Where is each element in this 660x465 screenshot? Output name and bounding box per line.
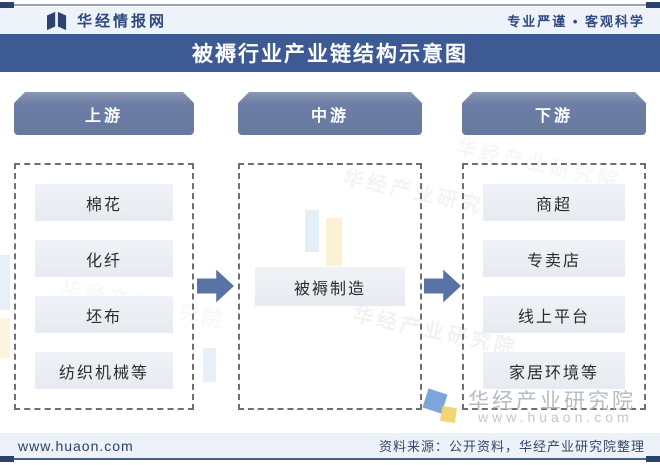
- watermark-color-mark: [326, 218, 342, 266]
- watermark-logo-yellow-shape: [440, 406, 457, 423]
- column-header-upstream: 上游: [14, 92, 194, 135]
- upstream-item: 坯布: [35, 296, 173, 333]
- watermark-logo-icon: [422, 388, 464, 432]
- upstream-item: 纺织机械等: [35, 352, 173, 389]
- brand-row: 华经情报网 专业严谨 • 客观科学: [0, 7, 660, 34]
- bottom-border-left-cap: [0, 456, 14, 462]
- footer-bar: www.huaon.com 资料来源：公开资料，华经产业研究院整理: [0, 433, 660, 458]
- column-upstream: 上游 棉花 化纤 坯布 纺织机械等: [14, 92, 194, 410]
- column-downstream: 下游 商超 专卖店 线上平台 家居环境等: [462, 92, 646, 410]
- watermark-color-mark: [305, 210, 319, 252]
- arrow-right-icon: [424, 269, 461, 303]
- bottom-border-line: [0, 456, 660, 462]
- page-title: 被褥行业产业链结构示意图: [192, 43, 468, 66]
- top-border-right-cap: [646, 2, 660, 8]
- top-border-left-cap: [0, 2, 14, 8]
- column-header-downstream: 下游: [462, 92, 646, 135]
- watermark-color-mark: [0, 255, 10, 310]
- brand-name: 华经情报网: [77, 13, 168, 30]
- downstream-item: 家居环境等: [483, 352, 625, 389]
- downstream-item: 专卖店: [483, 240, 625, 277]
- brand-tagline: 专业严谨 • 客观科学: [507, 14, 645, 29]
- midstream-item: 被褥制造: [255, 267, 405, 306]
- footer-website: www.huaon.com: [18, 437, 134, 454]
- watermark-org-text: 华经产业研究院: [468, 390, 636, 413]
- downstream-item: 商超: [483, 184, 625, 221]
- downstream-item: 线上平台: [483, 296, 625, 333]
- downstream-dashed-box: 商超 专卖店 线上平台 家居环境等: [462, 163, 646, 410]
- top-border-line: [0, 2, 660, 8]
- upstream-item: 化纤: [35, 240, 173, 277]
- column-header-midstream: 中游: [238, 92, 422, 135]
- watermark-site-text: www.huaon.com: [478, 409, 633, 425]
- column-midstream: 中游 被褥制造: [238, 92, 422, 410]
- bottom-border-right-cap: [646, 456, 660, 462]
- watermark-color-mark: [0, 318, 10, 358]
- arrow-right-icon: [197, 269, 234, 303]
- watermark-color-mark: [203, 348, 216, 382]
- title-bar: 被褥行业产业链结构示意图: [0, 34, 660, 72]
- footer-source-note: 资料来源：公开资料，华经产业研究院整理: [378, 439, 645, 454]
- upstream-dashed-box: 棉花 化纤 坯布 纺织机械等: [14, 163, 194, 410]
- huajing-book-logo-icon: [46, 11, 68, 31]
- midstream-dashed-box: 被褥制造: [238, 163, 422, 410]
- brand: 华经情报网: [46, 10, 167, 31]
- upstream-item: 棉花: [35, 184, 173, 221]
